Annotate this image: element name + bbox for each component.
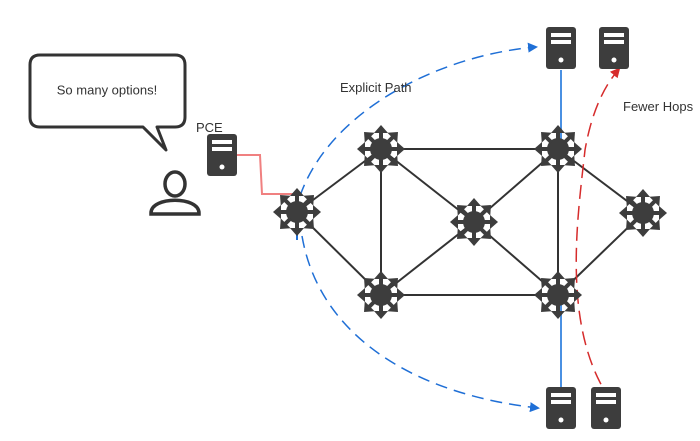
router-icon xyxy=(357,271,405,319)
link xyxy=(557,148,644,214)
server-icon xyxy=(591,387,621,429)
pce-label: PCE xyxy=(196,120,223,135)
server-icon xyxy=(546,27,576,69)
fewer-hops-arrow xyxy=(575,67,621,403)
pce-server-icon xyxy=(207,134,237,176)
fewer-hops-label: Fewer Hops xyxy=(623,99,694,114)
user-icon xyxy=(149,170,201,216)
explicit-path-arrow-top xyxy=(299,42,538,197)
explicit-path-label: Explicit Path xyxy=(340,80,412,95)
link xyxy=(296,148,382,213)
router-icon xyxy=(273,188,321,236)
explicit-path-arrow-bottom xyxy=(301,235,540,413)
router-icon xyxy=(534,271,582,319)
speech-bubble xyxy=(28,53,187,152)
server-icon xyxy=(546,387,576,429)
server-icon xyxy=(599,27,629,69)
router-icon xyxy=(357,125,405,173)
router-icon xyxy=(619,189,667,237)
speech-bubble-text: So many options! xyxy=(57,82,157,97)
router-icon xyxy=(534,125,582,173)
router-icon xyxy=(450,198,498,246)
